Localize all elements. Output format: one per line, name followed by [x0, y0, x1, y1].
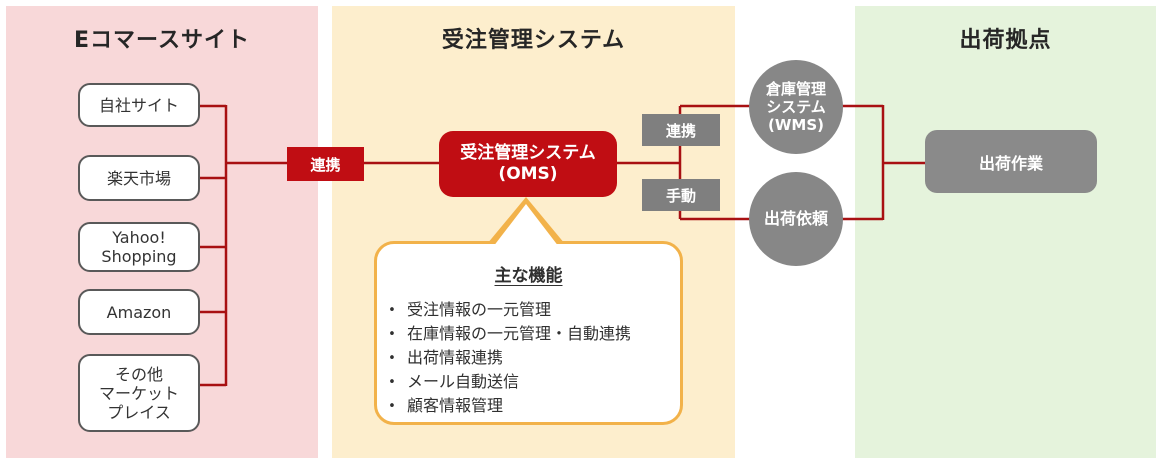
channel-own-site: 自社サイト: [78, 83, 200, 127]
panel-shipping: 出荷拠点: [855, 6, 1156, 458]
shipping-request-circle: 出荷依頼: [749, 172, 843, 266]
channel-label: 楽天市場: [106, 168, 171, 188]
shipping-request-label: 出荷依頼: [763, 209, 828, 228]
wms-circle: 倉庫管理 システム (WMS): [749, 60, 843, 154]
oms-box-line: 受注管理システム: [460, 143, 596, 163]
link-tag-red-label: 連携: [310, 155, 341, 174]
feature-item: 在庫情報の一元管理・自動連携: [385, 322, 670, 346]
features-callout: 主な機能 受注情報の一元管理 在庫情報の一元管理・自動連携 出荷情報連携 メール…: [374, 241, 683, 425]
wms-circle-line: (WMS): [768, 116, 824, 134]
callout-pointer-fill: [493, 204, 559, 247]
manual-tag-gray-label: 手動: [665, 186, 696, 205]
oms-box: 受注管理システム (OMS): [439, 131, 617, 197]
channel-label-line: その他: [114, 364, 163, 384]
channel-label: Amazon: [106, 302, 172, 322]
channel-yahoo-shopping: Yahoo! Shopping: [78, 222, 200, 272]
channel-label-line: プレイス: [107, 402, 171, 422]
manual-tag-gray: 手動: [642, 179, 720, 211]
channel-amazon: Amazon: [78, 289, 200, 335]
wms-circle-line: 倉庫管理: [765, 80, 826, 98]
channel-other-marketplace: その他 マーケット プレイス: [78, 354, 200, 432]
link-tag-gray-label: 連携: [665, 121, 696, 140]
panel-ecommerce-title: Eコマースサイト: [74, 28, 250, 53]
channel-label-line: マーケット: [98, 383, 179, 403]
channel-label-line: Shopping: [101, 247, 177, 266]
panel-shipping-title: 出荷拠点: [959, 28, 1052, 53]
feature-item: 出荷情報連携: [385, 346, 670, 370]
channel-label-line: Yahoo!: [112, 228, 166, 247]
channel-rakuten: 楽天市場: [78, 155, 200, 201]
channel-label: 自社サイト: [98, 95, 179, 115]
wms-circle-line: システム: [766, 98, 826, 116]
feature-item: 顧客情報管理: [385, 394, 670, 418]
panel-oms-title: 受注管理システム: [441, 28, 626, 53]
feature-item: 受注情報の一元管理: [385, 298, 670, 322]
link-tag-gray: 連携: [642, 114, 720, 146]
link-tag-red: 連携: [287, 147, 364, 181]
features-list: 受注情報の一元管理 在庫情報の一元管理・自動連携 出荷情報連携 メール自動送信 …: [377, 298, 680, 418]
feature-item: メール自動送信: [385, 370, 670, 394]
shipping-work-box: 出荷作業: [925, 130, 1097, 193]
features-title: 主な機能: [494, 266, 563, 286]
shipping-work-label: 出荷作業: [978, 153, 1043, 173]
oms-box-line: (OMS): [498, 164, 558, 184]
